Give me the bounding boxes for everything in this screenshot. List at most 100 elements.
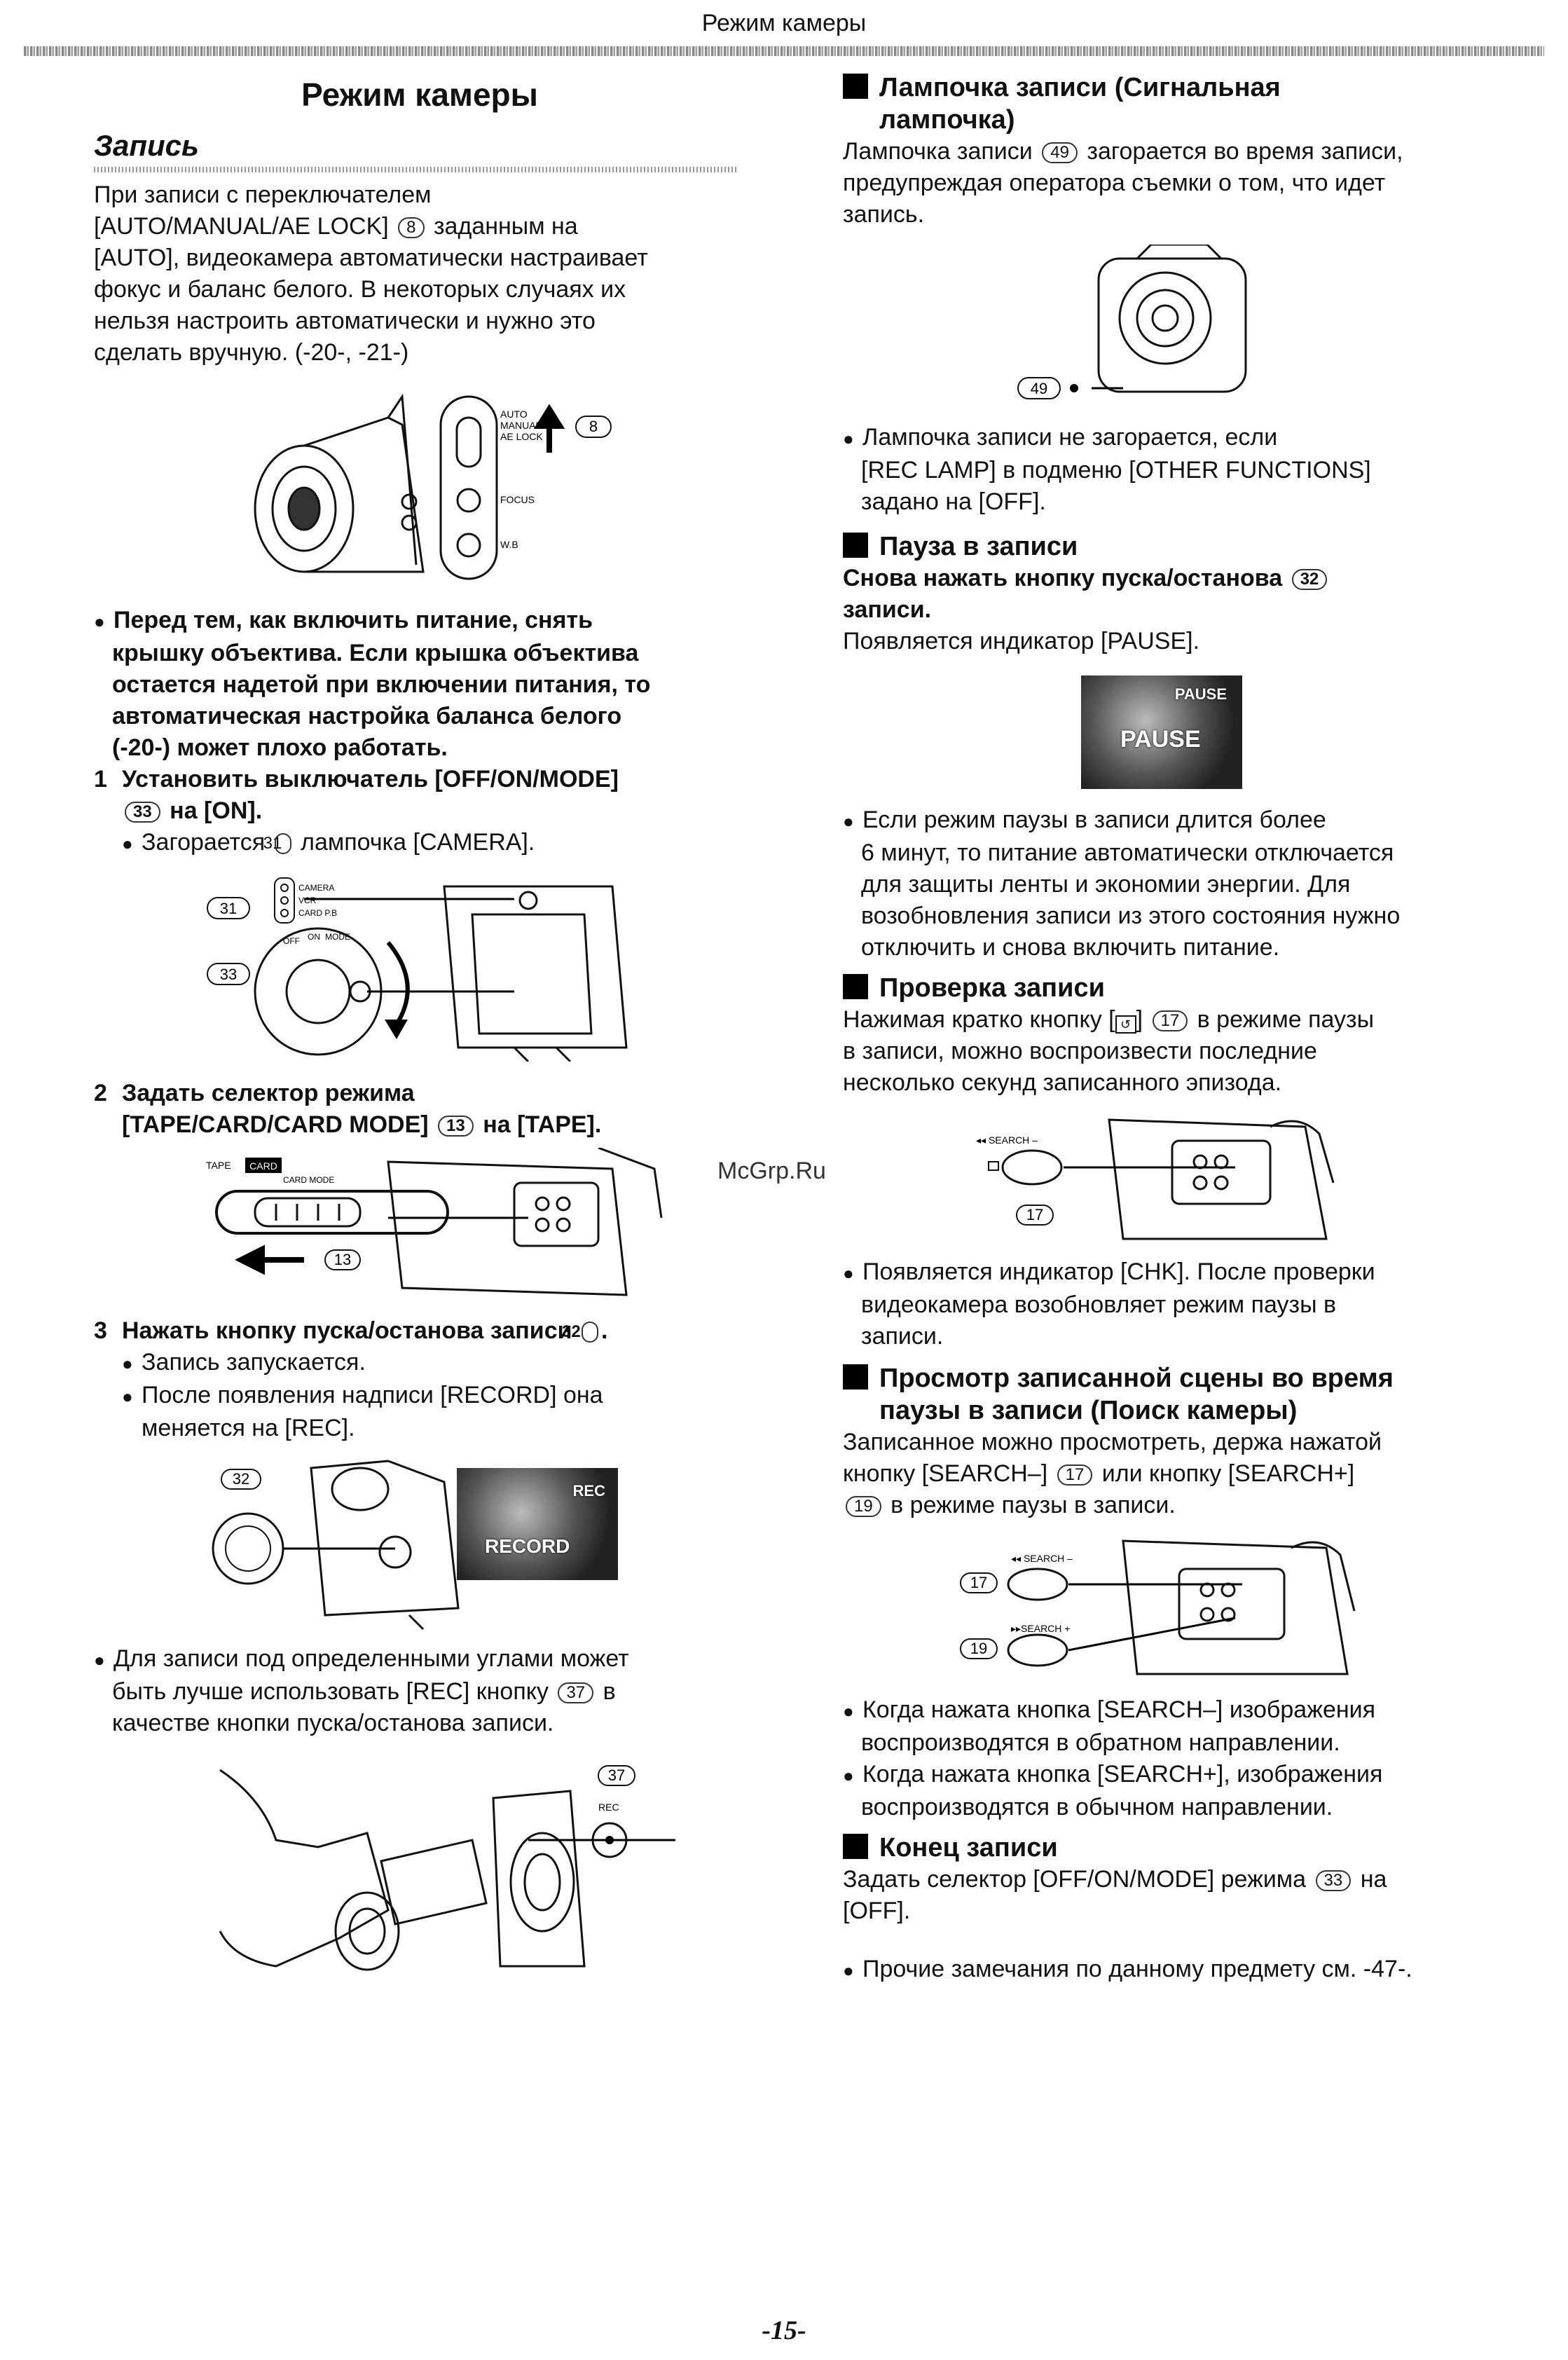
- svg-text:13: 13: [334, 1251, 351, 1268]
- tape-selector-figure: TAPE CARD CARD MODE 13: [206, 1146, 663, 1296]
- check-heading: Проверка записи: [843, 972, 1515, 1004]
- lamp-heading: Лампочка записи (Сигнальная: [843, 71, 1515, 104]
- section-marker-icon: [843, 533, 868, 558]
- svg-text:17: 17: [1026, 1206, 1043, 1223]
- ref-badge: [960, 1572, 998, 1593]
- search-heading: Просмотр записанной сцены во время: [843, 1362, 1515, 1394]
- camcorder-front-illustration: [492, 1790, 586, 1968]
- svg-text:◂◂ SEARCH –: ◂◂ SEARCH –: [1011, 1553, 1073, 1564]
- mode-dial: [254, 927, 383, 1056]
- rec-button: [591, 1822, 628, 1858]
- pause-note: Если режим паузы в записи длится более 6…: [843, 804, 1515, 963]
- label-ae-lock: AE LOCK: [500, 431, 543, 442]
- record-check-figure: ◂◂ SEARCH – 17: [976, 1118, 1335, 1240]
- search-minus-button: [1007, 1567, 1068, 1601]
- label-manual: MANUAL: [500, 420, 542, 431]
- section-rule: [94, 167, 738, 172]
- osd-record: RECORD: [485, 1535, 570, 1557]
- section-marker-icon: [843, 1834, 868, 1859]
- ref-badge: [960, 1638, 998, 1659]
- header-rule: [24, 46, 1544, 56]
- svg-text:CARD: CARD: [249, 1160, 277, 1172]
- ref-badge: 33: [125, 802, 160, 823]
- rec-button-figure: 37 REC: [219, 1765, 675, 1971]
- running-header: Режим камеры: [701, 10, 867, 36]
- page-title: Режим камеры: [301, 76, 538, 113]
- svg-text:32: 32: [233, 1470, 249, 1488]
- camcorder-side-illustration: [1108, 1118, 1335, 1240]
- start-stop-button: [212, 1512, 284, 1585]
- svg-text:17: 17: [970, 1574, 987, 1591]
- camcorder-front-illustration: [1097, 243, 1247, 393]
- right-column: Лампочка записи (Сигнальная лампочка) Ла…: [843, 70, 1515, 1987]
- svg-text:CARD P.B: CARD P.B: [298, 908, 337, 918]
- camcorder-rear-illustration: [310, 1460, 460, 1631]
- osd-rec: REC: [572, 1482, 605, 1500]
- svg-text:CAMERA: CAMERA: [298, 883, 334, 893]
- label-wb: W.B: [500, 539, 518, 550]
- ref-badge: 17: [1057, 1464, 1093, 1486]
- ref-badge: [598, 1765, 635, 1786]
- ref-badge: 32: [1291, 569, 1328, 591]
- svg-text:8: 8: [589, 418, 598, 435]
- ref-badge: [207, 963, 250, 985]
- ref-badge: 33: [1315, 1870, 1352, 1892]
- intro-paragraph: При записи с переключателем [AUTO/MANUAL…: [94, 181, 648, 366]
- ref-badge: 37: [558, 1682, 594, 1704]
- ref-badge: 17: [1152, 1010, 1188, 1032]
- search-paragraph: Записанное можно просмотреть, держа нажа…: [843, 1429, 1382, 1518]
- search-notes: Когда нажата кнопка [SEARCH–] изображени…: [843, 1694, 1515, 1823]
- svg-text:31: 31: [220, 900, 237, 917]
- ref-badge: [1017, 377, 1061, 399]
- svg-text:37: 37: [608, 1766, 625, 1784]
- end-paragraph: Задать селектор [OFF/ON/MODE] режима 33 …: [843, 1866, 1387, 1924]
- section-marker-icon: [843, 974, 868, 999]
- angle-paragraph: Для записи под определенными углами може…: [94, 1643, 745, 1739]
- camcorder-side-illustration: [387, 1146, 663, 1296]
- search-minus-button: [1001, 1149, 1063, 1186]
- ref-badge: 31: [263, 833, 291, 855]
- auto-switch: [455, 416, 482, 468]
- svg-text:49: 49: [1031, 380, 1047, 397]
- pause-heading: Пауза в записи: [843, 530, 1515, 563]
- svg-text:◂◂ SEARCH –: ◂◂ SEARCH –: [976, 1134, 1038, 1146]
- step-1-note: Загорается 31 лампочка [CAMERA].: [94, 827, 745, 860]
- watermark: McGrp.Ru: [717, 1158, 826, 1184]
- camcorder-side-illustration: [1122, 1539, 1356, 1675]
- svg-text:VCR: VCR: [298, 896, 317, 905]
- svg-text:OFF: OFF: [283, 936, 300, 946]
- switch-panel: [439, 395, 498, 580]
- warning-paragraph: Перед тем, как включить питание, снять к…: [94, 605, 745, 764]
- svg-text:REC: REC: [598, 1802, 619, 1813]
- check-paragraph: Нажимая кратко кнопку [↺] 17 в режиме па…: [843, 1006, 1375, 1096]
- focus-button: [456, 488, 481, 513]
- up-arrow-icon: [533, 404, 565, 453]
- ref-badge: 8: [398, 217, 425, 239]
- page-number: -15-: [762, 2316, 806, 2345]
- lamp-indicators: [274, 877, 295, 924]
- ref-badge: 49: [1042, 142, 1078, 164]
- svg-text:CARD MODE: CARD MODE: [283, 1175, 334, 1185]
- rotate-arrow-icon: [386, 941, 410, 1028]
- end-heading: Конец записи: [843, 1832, 1515, 1864]
- record-screen-image: REC RECORD: [457, 1468, 618, 1580]
- section-marker-icon: [843, 1364, 868, 1390]
- left-column: Режим камеры Запись При записи с переклю…: [94, 70, 745, 1991]
- power-switch-figure: 31 33 CAMERA VCR CARD P.B OFF ON MODE: [207, 877, 628, 1063]
- svg-text:MODE: MODE: [325, 932, 350, 942]
- ref-badge: 32: [562, 1322, 598, 1343]
- label-focus: FOCUS: [500, 494, 535, 505]
- ref-badge: 13: [438, 1116, 474, 1137]
- section-marker-icon: [843, 74, 868, 99]
- ref-badge: [1016, 1205, 1054, 1226]
- ref-badge: [207, 897, 250, 919]
- pause-screen-image: PAUSE PAUSE: [1081, 675, 1242, 789]
- ref-badge: 19: [846, 1496, 881, 1518]
- check-note: Появляется индикатор [CHK]. После провер…: [843, 1256, 1515, 1352]
- svg-text:ON: ON: [308, 932, 320, 942]
- search-plus-button: [1007, 1633, 1068, 1667]
- lamp-paragraph: Лампочка записи 49 загорается во время з…: [843, 138, 1403, 228]
